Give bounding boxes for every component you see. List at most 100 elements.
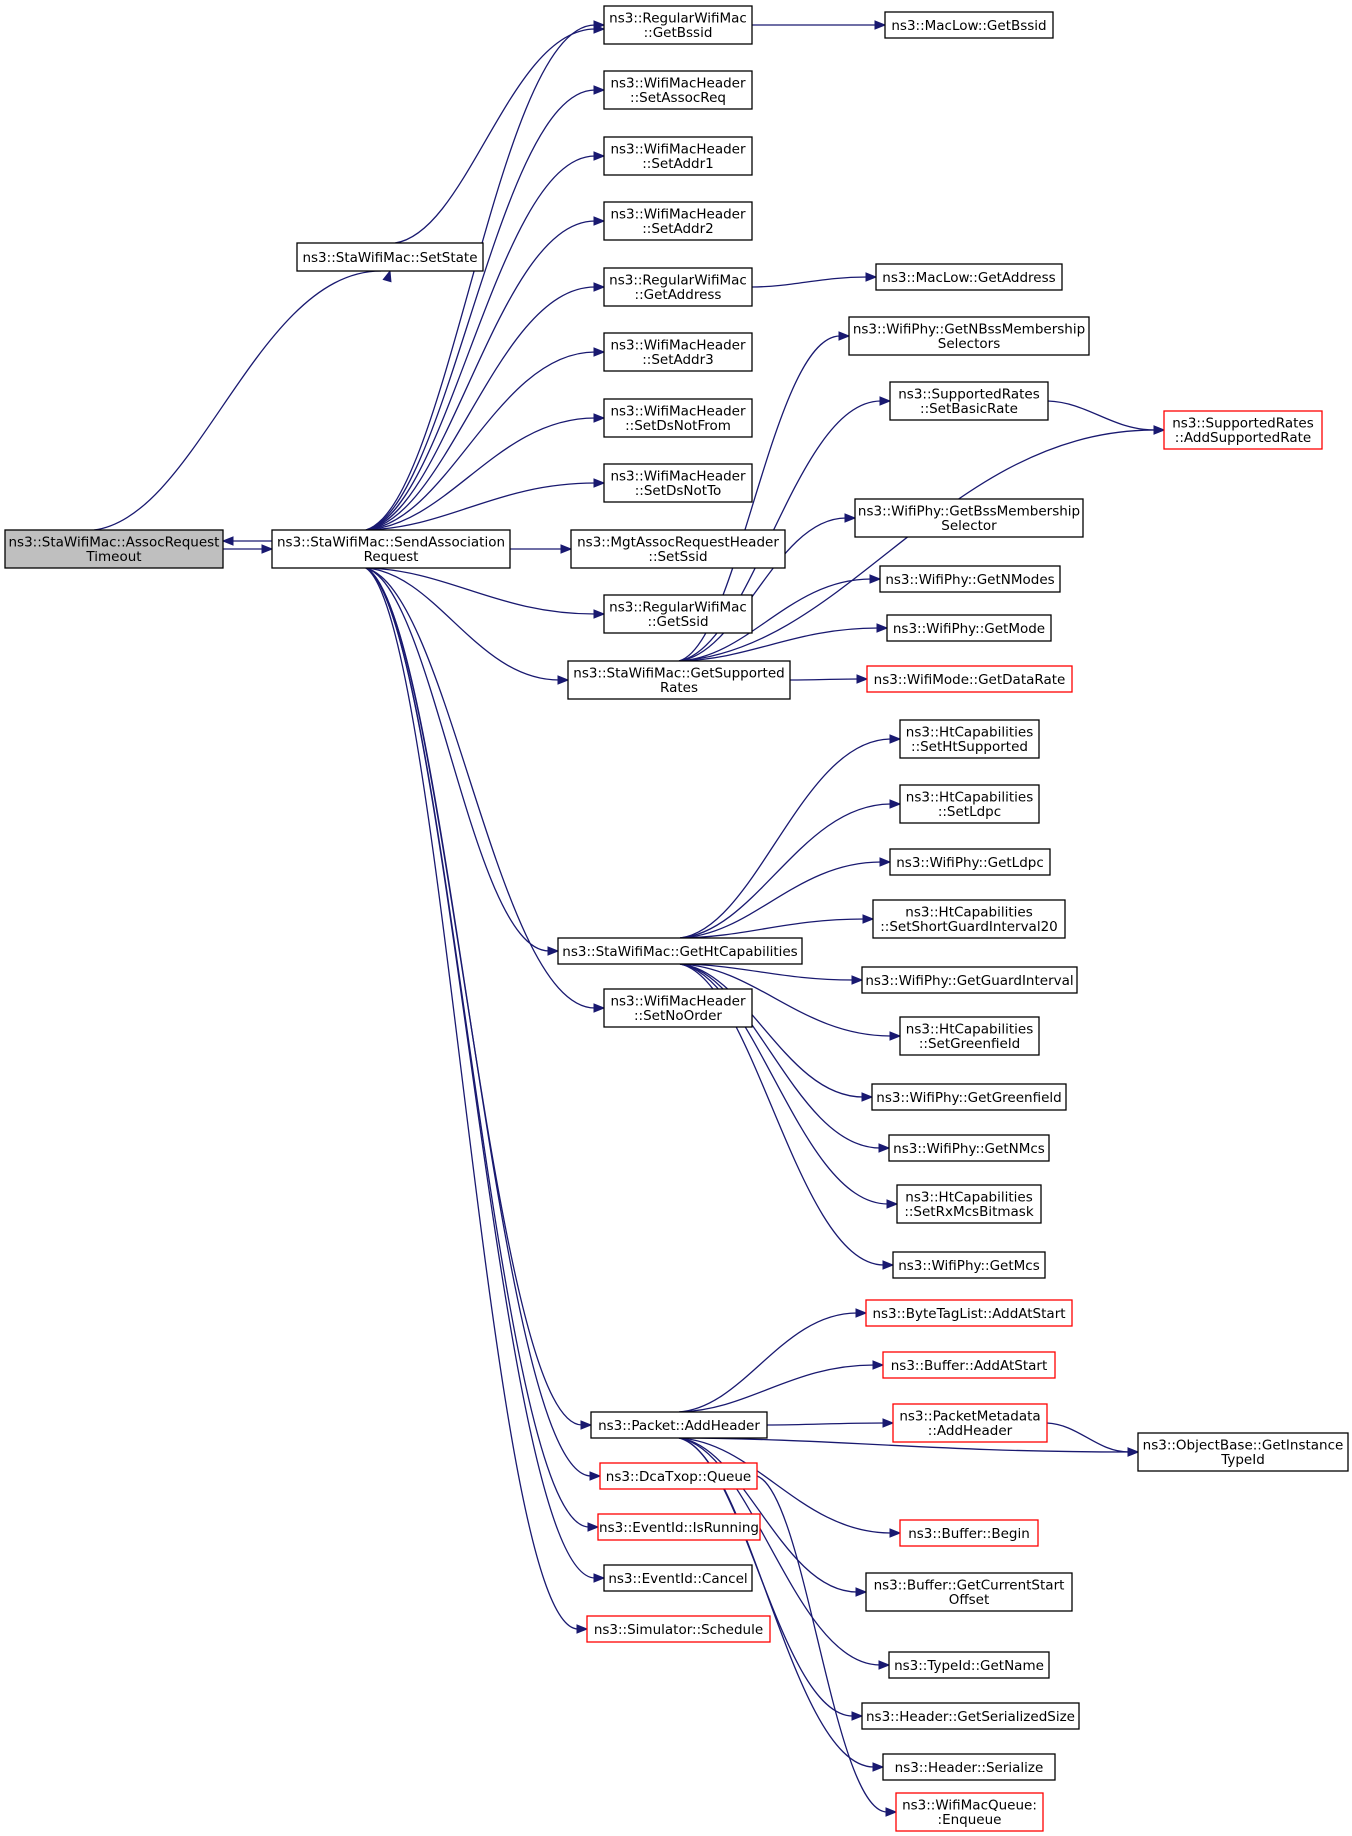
- arrowhead: [580, 1420, 593, 1430]
- node-pm-addheader[interactable]: ns3::PacketMetadata::AddHeader: [892, 1403, 1048, 1443]
- node-label: ns3::EventId::Cancel: [608, 1571, 747, 1587]
- node-set-sgi20[interactable]: ns3::HtCapabilities::SetShortGuardInterv…: [872, 899, 1066, 939]
- node-add-header[interactable]: ns3::Packet::AddHeader: [590, 1411, 768, 1439]
- edge-send-assoc-to-set-addr2: [365, 220, 596, 531]
- node-buffer-begin[interactable]: ns3::Buffer::Begin: [899, 1519, 1039, 1547]
- arrowhead: [882, 1418, 895, 1428]
- node-label: ns3::SupportedRates: [1172, 416, 1314, 432]
- edge-send-assoc-to-get-address: [365, 286, 596, 531]
- node-set-dsnotto[interactable]: ns3::WifiMacHeader::SetDsNotTo: [603, 463, 753, 503]
- node-maclow-address[interactable]: ns3::MacLow::GetAddress: [875, 263, 1063, 291]
- arrowhead: [593, 20, 606, 30]
- node-box: [882, 1351, 1056, 1379]
- node-label: ::GetSsid: [647, 614, 708, 630]
- node-maclow-bssid[interactable]: ns3::MacLow::GetBssid: [884, 11, 1054, 39]
- arrowhead: [879, 396, 892, 406]
- node-get-guardint[interactable]: ns3::WifiPhy::GetGuardInterval: [861, 966, 1078, 994]
- node-label: ns3::WifiPhy::GetNModes: [885, 572, 1054, 588]
- edge-send-assoc-to-set-dsnotto: [365, 482, 596, 531]
- node-label: ns3::Buffer::Begin: [908, 1526, 1030, 1542]
- node-get-nmcs[interactable]: ns3::WifiPhy::GetNMcs: [888, 1134, 1050, 1162]
- node-get-ldpc[interactable]: ns3::WifiPhy::GetLdpc: [889, 848, 1051, 876]
- node-dcatxop-queue[interactable]: ns3::DcaTxop::Queue: [599, 1462, 758, 1490]
- node-get-mcs[interactable]: ns3::WifiPhy::GetMcs: [892, 1251, 1046, 1279]
- node-set-addr2[interactable]: ns3::WifiMacHeader::SetAddr2: [603, 201, 753, 241]
- edge-pm-addheader-to-get-instance-typeid: [1046, 1422, 1130, 1453]
- node-label: ns3::StaWifiMac::AssocRequest: [9, 535, 220, 551]
- edge-get-htcap-to-set-greenfield: [679, 963, 892, 1037]
- node-add-suprate[interactable]: ns3::SupportedRates::AddSupportedRate: [1163, 410, 1323, 450]
- node-get-address[interactable]: ns3::RegularWifiMac::GetAddress: [603, 267, 753, 307]
- arrowhead: [593, 216, 606, 226]
- edge-get-htcap-to-set-rxmcs: [679, 963, 889, 1205]
- node-header-serialize[interactable]: ns3::Header::Serialize: [882, 1753, 1056, 1781]
- edge-set-basicrate-to-add-suprate: [1047, 400, 1156, 431]
- node-get-ssid[interactable]: ns3::RegularWifiMac::GetSsid: [603, 594, 753, 634]
- node-box: [296, 242, 484, 272]
- node-get-nmodes[interactable]: ns3::WifiPhy::GetNModes: [879, 565, 1061, 593]
- node-label: ns3::WifiMacHeader: [610, 994, 746, 1010]
- edge-get-supported-to-get-bssmember: [678, 517, 847, 662]
- node-box: [597, 1513, 761, 1541]
- node-set-basicrate[interactable]: ns3::SupportedRates::SetBasicRate: [889, 381, 1049, 421]
- node-get-bssid[interactable]: ns3::RegularWifiMac::GetBssid: [603, 5, 753, 45]
- node-set-ldpc[interactable]: ns3::HtCapabilities::SetLdpc: [899, 784, 1040, 824]
- node-eventid-cancel[interactable]: ns3::EventId::Cancel: [603, 1564, 753, 1592]
- node-label: ::SetBasicRate: [920, 401, 1018, 417]
- node-set-assocreq[interactable]: ns3::WifiMacHeader::SetAssocReq: [603, 70, 753, 110]
- node-box: [865, 1299, 1073, 1327]
- arrowhead: [844, 513, 857, 523]
- node-buffer-addatstart[interactable]: ns3::Buffer::AddAtStart: [882, 1351, 1056, 1379]
- arrowhead: [876, 623, 889, 633]
- node-box: [603, 136, 753, 176]
- edge-get-address-to-maclow-address: [751, 276, 868, 288]
- edge-send-assoc-to-set-dsnotfrom: [365, 417, 596, 531]
- node-label: ns3::ByteTagList::AddAtStart: [872, 1306, 1065, 1322]
- edge-get-htcap-to-set-ldpc: [679, 803, 892, 939]
- arrowhead: [587, 1522, 600, 1532]
- node-set-htsupported[interactable]: ns3::HtCapabilities::SetHtSupported: [899, 719, 1040, 759]
- node-set-dsnotfrom[interactable]: ns3::WifiMacHeader::SetDsNotFrom: [603, 398, 753, 438]
- arrowhead: [382, 269, 392, 283]
- node-label: ns3::StaWifiMac::SetState: [302, 250, 477, 266]
- node-set-addr3[interactable]: ns3::WifiMacHeader::SetAddr3: [603, 332, 753, 372]
- node-set-addr1[interactable]: ns3::WifiMacHeader::SetAddr1: [603, 136, 753, 176]
- arrowhead: [560, 544, 573, 554]
- node-set-ssid[interactable]: ns3::MgtAssocRequestHeader::SetSsid: [570, 529, 786, 569]
- node-get-mode[interactable]: ns3::WifiPhy::GetMode: [886, 614, 1052, 642]
- arrowhead: [882, 1260, 895, 1270]
- arrowhead: [878, 1660, 891, 1670]
- node-box: [892, 1251, 1046, 1279]
- node-typeid-getname[interactable]: ns3::TypeId::GetName: [888, 1651, 1050, 1679]
- node-label: ::SetAddr1: [642, 156, 714, 172]
- node-get-greenfield[interactable]: ns3::WifiPhy::GetGreenfield: [871, 1083, 1067, 1111]
- node-box: [899, 1016, 1040, 1056]
- node-set-rxmcs[interactable]: ns3::HtCapabilities::SetRxMcsBitmask: [896, 1184, 1042, 1224]
- edge-get-supported-to-add-suprate: [678, 429, 1156, 662]
- arrowhead: [557, 675, 570, 685]
- node-box: [586, 1615, 771, 1643]
- node-get-datarate[interactable]: ns3::WifiMode::GetDataRate: [866, 665, 1073, 693]
- node-eventid-isrunning[interactable]: ns3::EventId::IsRunning: [597, 1513, 761, 1541]
- node-set-greenfield[interactable]: ns3::HtCapabilities::SetGreenfield: [899, 1016, 1040, 1056]
- node-simulator-schedule[interactable]: ns3::Simulator::Schedule: [586, 1615, 771, 1643]
- node-bytetag-addatstart[interactable]: ns3::ByteTagList::AddAtStart: [865, 1299, 1073, 1327]
- node-label: ns3::TypeId::GetName: [894, 1658, 1044, 1674]
- node-header-sersize[interactable]: ns3::Header::GetSerializedSize: [861, 1702, 1080, 1730]
- node-box: [879, 565, 1061, 593]
- node-wifimacqueue-enqueue[interactable]: ns3::WifiMacQueue::Enqueue: [895, 1792, 1044, 1832]
- node-box: [557, 937, 803, 965]
- edges-layer: [93, 20, 1166, 1817]
- node-set-state[interactable]: ns3::StaWifiMac::SetState: [296, 242, 484, 272]
- node-get-htcap[interactable]: ns3::StaWifiMac::GetHtCapabilities: [557, 937, 803, 965]
- node-set-noorder[interactable]: ns3::WifiMacHeader::SetNoOrder: [603, 988, 753, 1028]
- node-label: ns3::HtCapabilities: [906, 1022, 1033, 1038]
- arrowhead: [593, 151, 606, 161]
